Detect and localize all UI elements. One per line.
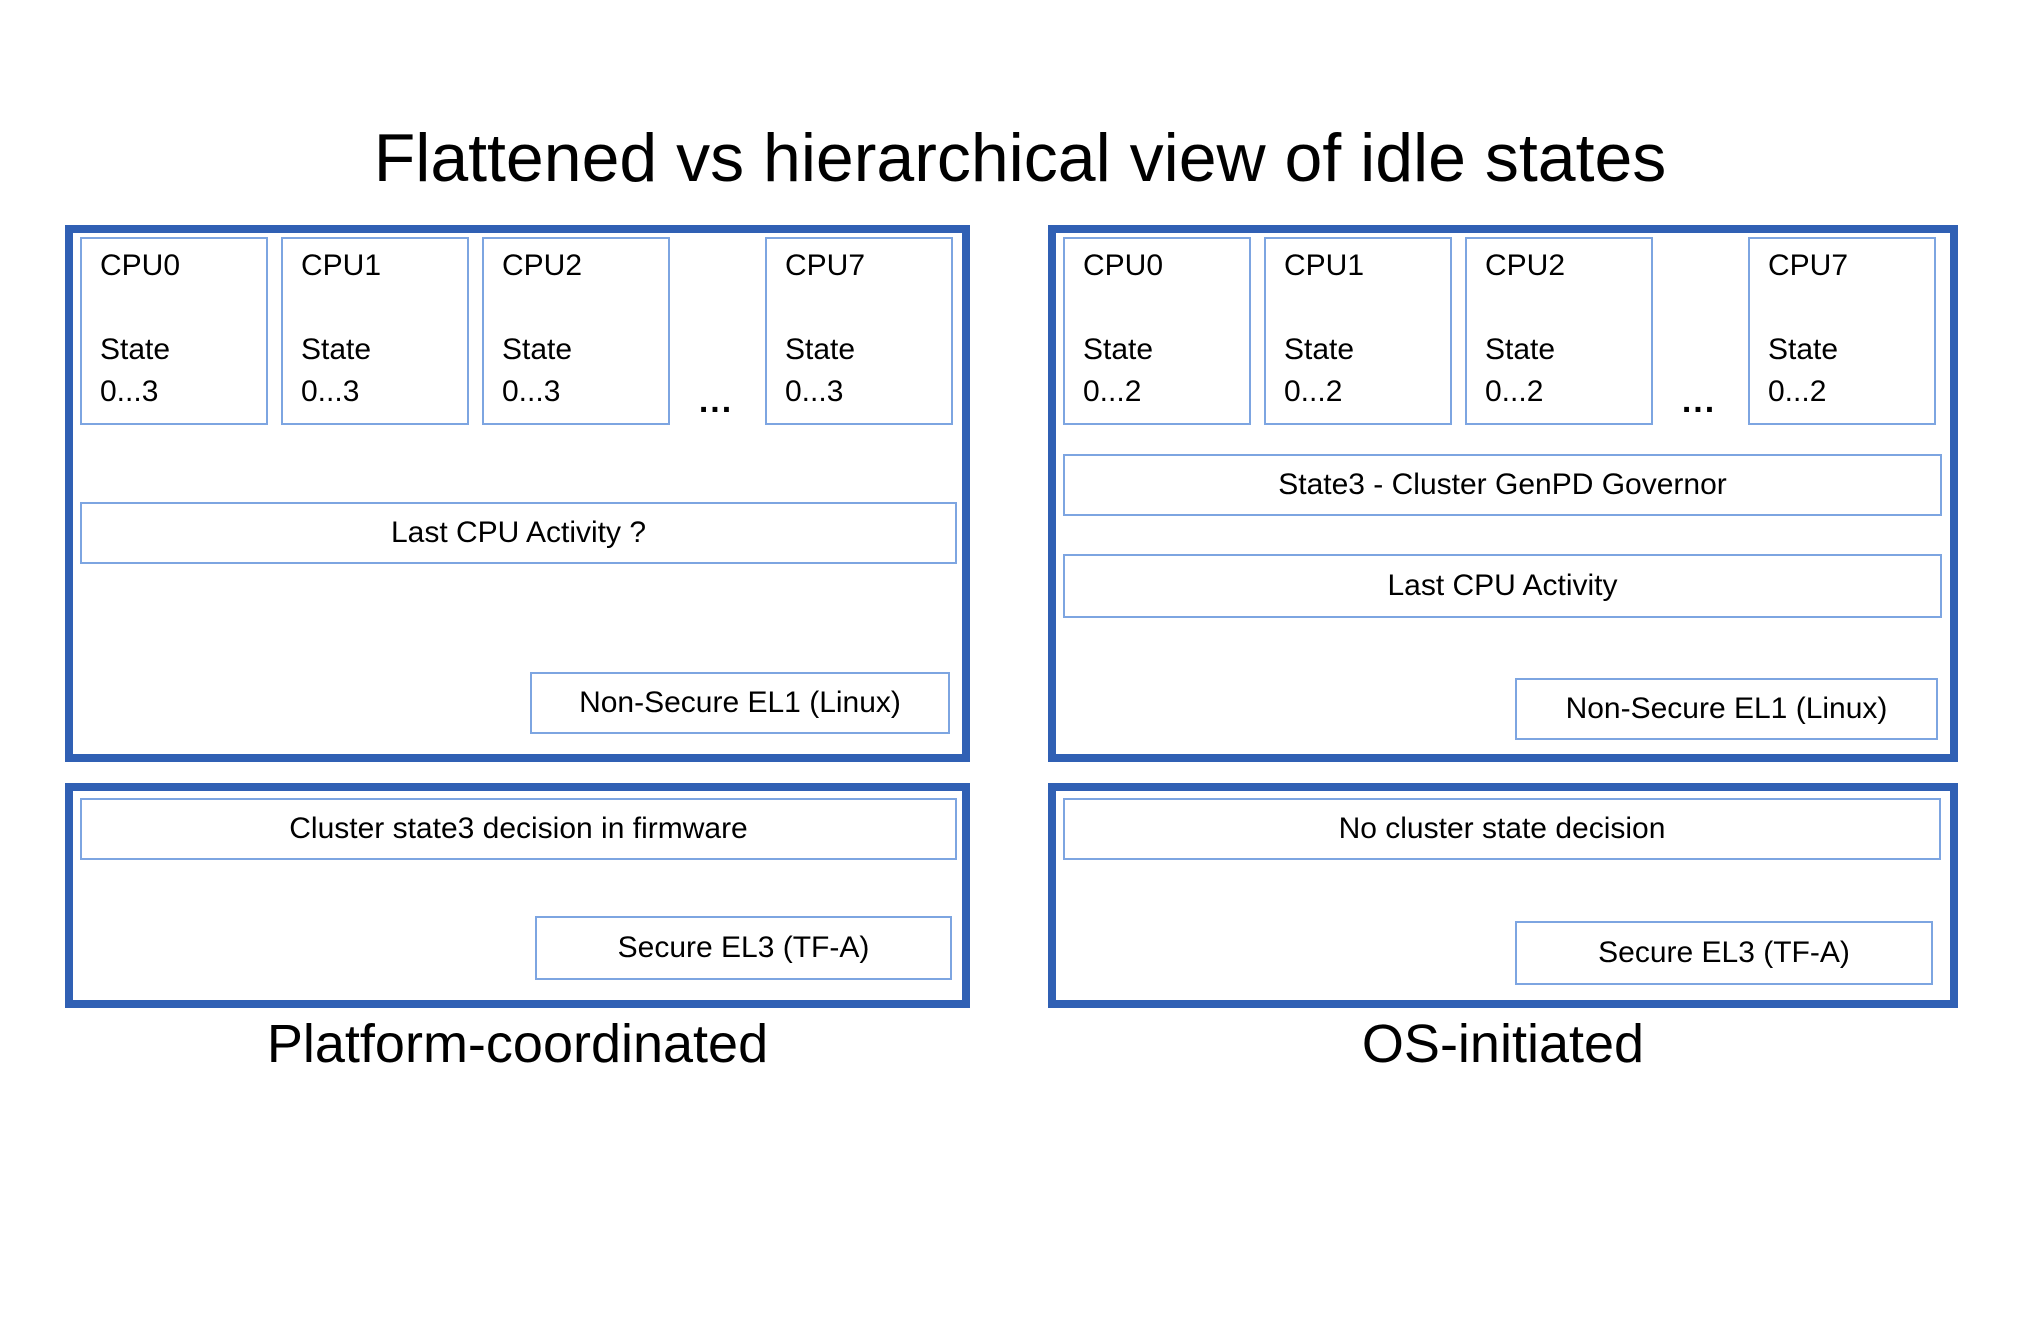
slide-title: Flattened vs hierarchical view of idle s… [373, 120, 1667, 196]
cluster-decision-box: Cluster state3 decision in firmware [80, 798, 957, 860]
cpu-state-range: 0...3 [502, 375, 561, 408]
cpu-state-range: 0...3 [785, 375, 844, 408]
cpu-state-word: State [1083, 333, 1154, 366]
platform-coordinated-caption: Platform-coordinated [266, 1014, 769, 1074]
cpu-box: CPU2 State 0...2 [1465, 237, 1653, 425]
cpu-state-range: 0...3 [100, 375, 159, 408]
cpu-box: CPU1 State 0...3 [281, 237, 469, 425]
os-initiated-nonsecure-panel: CPU0 State 0...2 CPU1 State 0...2 CPU2 S… [1048, 225, 1958, 762]
cpu-state: State 0...2 [1768, 329, 1926, 413]
cpu-state-word: State [1284, 333, 1355, 366]
cpu-box: CPU2 State 0...3 [482, 237, 670, 425]
cpu-box: CPU7 State 0...3 [765, 237, 953, 425]
cpu-state: State 0...3 [502, 329, 660, 413]
cpu-state-word: State [301, 333, 372, 366]
cpu-label: CPU1 [1284, 249, 1365, 282]
cpu-state: State 0...2 [1083, 329, 1241, 413]
cluster-decision-box: No cluster state decision [1063, 798, 1941, 860]
cpu-state: State 0...2 [1485, 329, 1643, 413]
cpu-label: CPU0 [100, 249, 181, 282]
cpu-state-range: 0...2 [1768, 375, 1827, 408]
cpu-box: CPU7 State 0...2 [1748, 237, 1936, 425]
platform-coordinated-secure-panel: Cluster state3 decision in firmware Secu… [65, 783, 970, 1008]
cpu-state-range: 0...2 [1284, 375, 1343, 408]
cpu-state-word: State [502, 333, 573, 366]
secure-el3-label-box: Secure EL3 (TF-A) [535, 916, 952, 980]
cpu-state-word: State [1768, 333, 1839, 366]
cpu-state-range: 0...2 [1083, 375, 1142, 408]
secure-el3-label-box: Secure EL3 (TF-A) [1515, 921, 1933, 985]
cpu-state: State 0...3 [301, 329, 459, 413]
cpu-state-word: State [1485, 333, 1556, 366]
cpu-ellipsis: ... [1681, 382, 1717, 420]
cluster-genpd-governor-box: State3 - Cluster GenPD Governor [1063, 454, 1942, 516]
cpu-state-word: State [785, 333, 856, 366]
cpu-state: State 0...3 [100, 329, 258, 413]
platform-coordinated-nonsecure-panel: CPU0 State 0...3 CPU1 State 0...3 CPU2 S… [65, 225, 970, 762]
cpu-state: State 0...2 [1284, 329, 1442, 413]
cpu-box: CPU0 State 0...3 [80, 237, 268, 425]
os-initiated-caption: OS-initiated [1361, 1014, 1645, 1074]
cpu-label: CPU2 [1485, 249, 1566, 282]
cpu-label: CPU1 [301, 249, 382, 282]
cpu-label: CPU2 [502, 249, 583, 282]
cpu-label: CPU7 [785, 249, 866, 282]
cpu-state-range: 0...2 [1485, 375, 1544, 408]
os-initiated-secure-panel: No cluster state decision Secure EL3 (TF… [1048, 783, 1958, 1008]
cpu-box: CPU1 State 0...2 [1264, 237, 1452, 425]
cpu-state-word: State [100, 333, 171, 366]
nonsecure-el1-label-box: Non-Secure EL1 (Linux) [530, 672, 950, 734]
cpu-box: CPU0 State 0...2 [1063, 237, 1251, 425]
cpu-state-range: 0...3 [301, 375, 360, 408]
cpu-ellipsis: ... [698, 382, 734, 420]
last-cpu-activity-box: Last CPU Activity [1063, 554, 1942, 618]
cpu-label: CPU7 [1768, 249, 1849, 282]
cpu-label: CPU0 [1083, 249, 1164, 282]
nonsecure-el1-label-box: Non-Secure EL1 (Linux) [1515, 678, 1938, 740]
cpu-state: State 0...3 [785, 329, 943, 413]
last-cpu-activity-box: Last CPU Activity ? [80, 502, 957, 564]
